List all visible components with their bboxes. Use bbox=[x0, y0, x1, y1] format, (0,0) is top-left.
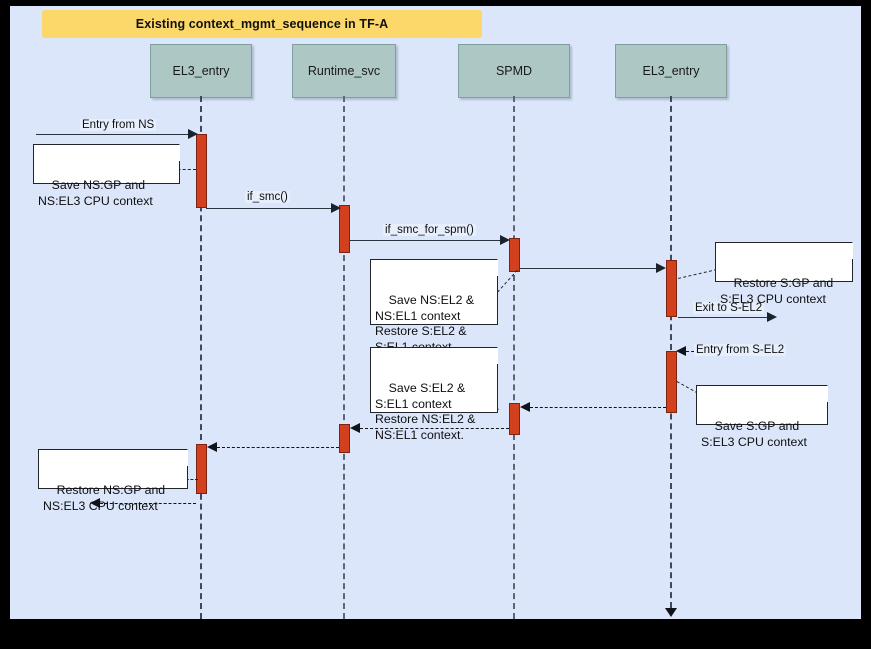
message-line-entry-from-ns bbox=[36, 134, 190, 135]
note-save-s-el2: Save S:EL2 & S:EL1 context Restore NS:EL… bbox=[370, 347, 498, 442]
participant-spmd[interactable]: SPMD bbox=[458, 44, 570, 98]
activation-runtime-svc-1 bbox=[339, 205, 350, 253]
activation-spmd-2 bbox=[509, 403, 520, 435]
arrow-right-icon bbox=[500, 235, 510, 245]
diagram-title-banner: Existing context_mgmt_sequence in TF-A bbox=[42, 10, 482, 38]
message-line-if-smc-for-spm bbox=[350, 240, 502, 241]
arrow-right-icon bbox=[331, 203, 341, 213]
note-text: Save S:GP and S:EL3 CPU context bbox=[701, 419, 807, 449]
participant-label: Runtime_svc bbox=[307, 64, 381, 78]
arrow-left-icon bbox=[676, 346, 686, 356]
activation-el3-entry-left-2 bbox=[196, 444, 207, 494]
activation-el3-entry-right-1 bbox=[666, 260, 677, 317]
lifeline-el3-entry-left bbox=[200, 96, 202, 619]
message-label-if-smc-for-spm: if_smc_for_spm() bbox=[383, 224, 476, 236]
note-text: Save S:EL2 & S:EL1 context Restore NS:EL… bbox=[375, 381, 476, 442]
message-line-exit-to-s-el2 bbox=[678, 317, 770, 318]
arrow-left-icon bbox=[350, 423, 360, 433]
message-line-el3-entry-to-spmd-return bbox=[530, 407, 666, 408]
note-save-s-gp: Save S:GP and S:EL3 CPU context bbox=[696, 385, 828, 449]
note-restore-s-gp: Restore S:GP and S:EL3 CPU context bbox=[715, 242, 853, 306]
note-save-ns-gp: Save NS:GP and NS:EL3 CPU context bbox=[33, 144, 180, 208]
message-label-if-smc: if_smc() bbox=[245, 191, 290, 203]
activation-el3-entry-right-2 bbox=[666, 351, 677, 413]
note-text: Save NS:EL2 & NS:EL1 context Restore S:E… bbox=[375, 293, 475, 354]
note-text: Save NS:GP and NS:EL3 CPU context bbox=[38, 178, 153, 208]
note-save-ns-el2: Save NS:EL2 & NS:EL1 context Restore S:E… bbox=[370, 259, 498, 354]
note-leader-line bbox=[678, 269, 718, 279]
message-line-runtime-svc-to-el3-entry-return bbox=[217, 447, 339, 448]
diagram-canvas: Existing context_mgmt_sequence in TF-A E… bbox=[10, 6, 861, 619]
participant-label: EL3_entry bbox=[642, 64, 700, 78]
arrow-right-icon bbox=[656, 263, 666, 273]
activation-spmd-1 bbox=[509, 238, 520, 272]
lifeline-spmd bbox=[513, 96, 515, 619]
arrow-right-icon bbox=[767, 312, 777, 322]
lifeline-runtime-svc bbox=[343, 96, 345, 619]
lifeline-end-arrow-icon bbox=[665, 608, 677, 617]
note-text: Restore NS:GP and NS:EL3 CPU context bbox=[43, 483, 166, 513]
message-label-entry-from-ns: Entry from NS bbox=[80, 119, 157, 131]
participant-runtime-svc[interactable]: Runtime_svc bbox=[292, 44, 396, 98]
note-restore-ns-gp: Restore NS:GP and NS:EL3 CPU context bbox=[38, 449, 188, 513]
arrow-left-icon bbox=[520, 402, 530, 412]
participant-el3-entry-right[interactable]: EL3_entry bbox=[615, 44, 727, 98]
participant-el3-entry-left[interactable]: EL3_entry bbox=[150, 44, 252, 98]
activation-runtime-svc-2 bbox=[339, 424, 350, 453]
arrow-right-icon bbox=[188, 129, 198, 139]
participant-label: EL3_entry bbox=[172, 64, 230, 78]
message-line-spmd-to-runtime-svc-return bbox=[360, 428, 509, 429]
activation-el3-entry-left-1 bbox=[196, 134, 207, 208]
note-text: Restore S:GP and S:EL3 CPU context bbox=[720, 276, 834, 306]
arrow-left-icon bbox=[90, 498, 100, 508]
participant-label: SPMD bbox=[495, 64, 533, 78]
message-line-final-return bbox=[100, 503, 196, 504]
message-line-if-smc bbox=[206, 208, 333, 209]
page-title: Existing context_mgmt_sequence in TF-A bbox=[135, 17, 389, 31]
arrow-left-icon bbox=[207, 442, 217, 452]
message-line-spmd-to-el3-entry bbox=[520, 268, 658, 269]
message-label-entry-from-s-el2: Entry from S-EL2 bbox=[694, 344, 787, 356]
message-label-exit-to-s-el2: Exit to S-EL2 bbox=[693, 302, 765, 314]
